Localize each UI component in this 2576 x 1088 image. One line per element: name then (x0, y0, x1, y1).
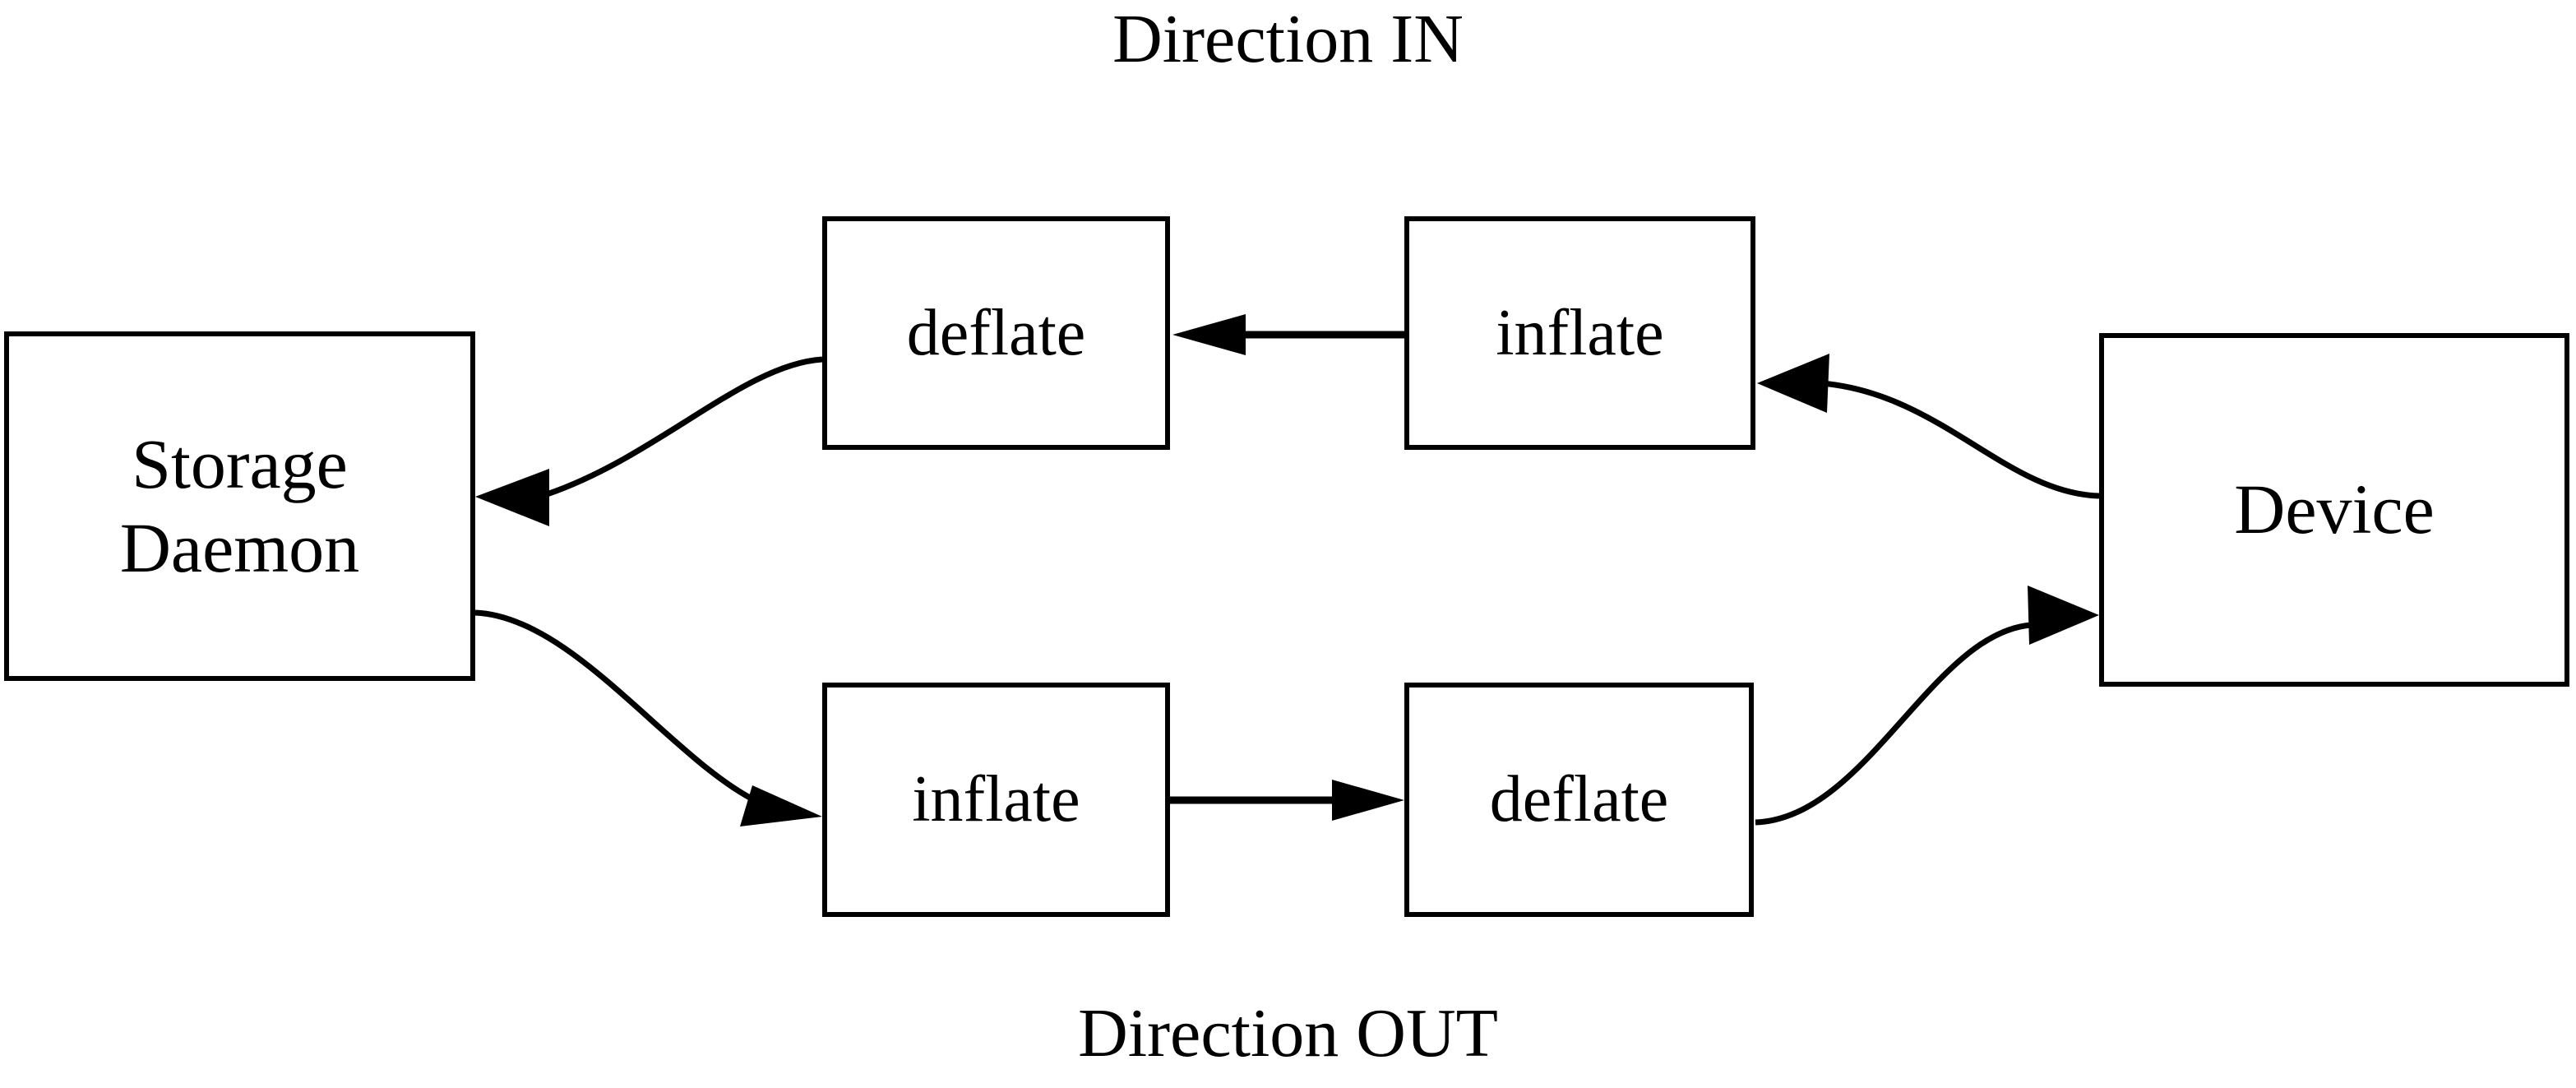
edge-inflate-out-to-deflate-out (1170, 780, 1404, 821)
node-storage-daemon[interactable]: Storage Daemon (4, 331, 475, 681)
direction-out-caption: Direction OUT (1078, 995, 1498, 1072)
node-inflate-out[interactable]: inflate (822, 683, 1170, 917)
node-deflate-in-label: deflate (906, 296, 1086, 369)
node-deflate-in[interactable]: deflate (822, 216, 1170, 450)
node-deflate-out-label: deflate (1489, 763, 1669, 836)
node-storage-daemon-label: Storage Daemon (119, 424, 360, 587)
node-device-label: Device (2234, 470, 2435, 549)
edge-inflate-in-to-deflate-in (1172, 314, 1404, 355)
edge-deflate-out-to-device (1755, 586, 2099, 826)
node-deflate-out[interactable]: deflate (1404, 683, 1754, 917)
edge-storage-to-inflate-out (474, 609, 822, 826)
direction-in-caption: Direction IN (1112, 1, 1464, 77)
edge-device-to-inflate-in (1757, 354, 2100, 499)
node-inflate-out-label: inflate (912, 763, 1080, 836)
node-inflate-in[interactable]: inflate (1404, 216, 1755, 450)
node-inflate-in-label: inflate (1496, 296, 1664, 369)
node-device[interactable]: Device (2099, 333, 2569, 687)
edge-deflate-in-to-storage (475, 356, 823, 526)
